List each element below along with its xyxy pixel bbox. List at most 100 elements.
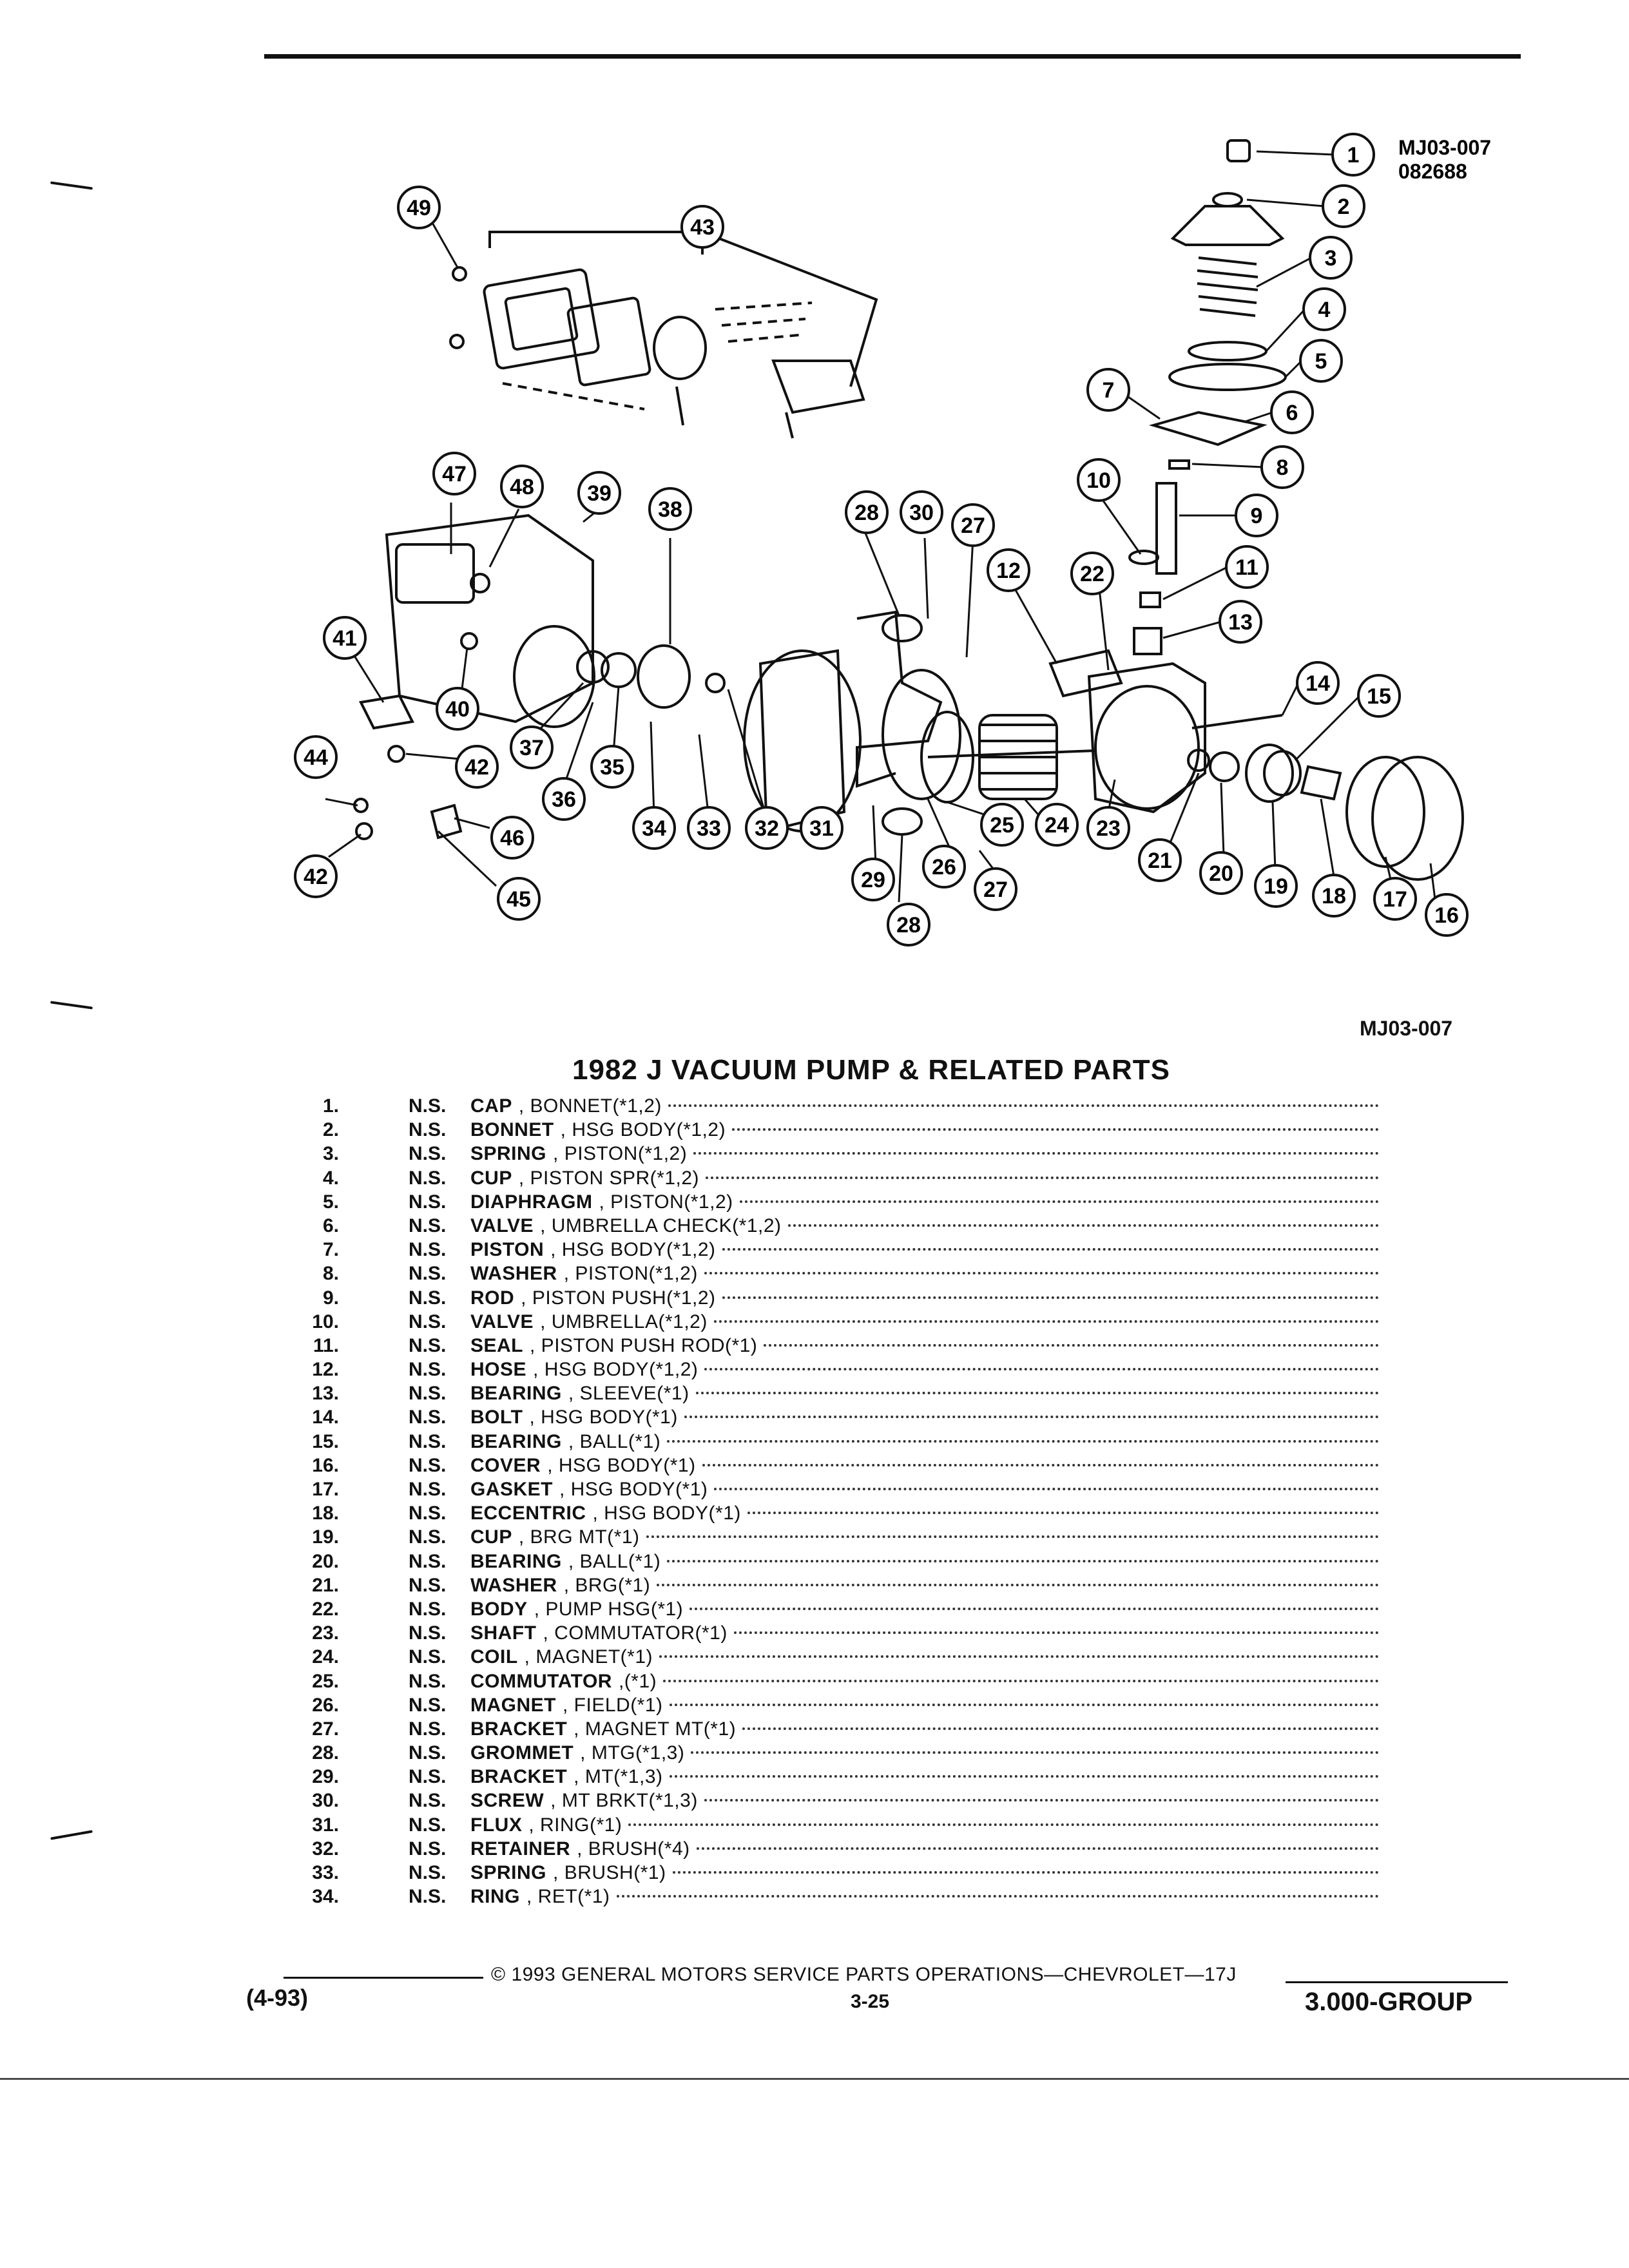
callout-1-label: 1 bbox=[1347, 143, 1360, 168]
callout-37-label: 37 bbox=[519, 736, 544, 760]
part-name: CAP bbox=[470, 1095, 512, 1117]
parts-list-row: 5.N.S.DIAPHRAGM, PISTON(*1,2) bbox=[284, 1191, 1379, 1215]
figure-caption-code: MJ03-007 bbox=[1360, 1017, 1453, 1040]
part-name: BRACKET bbox=[470, 1766, 568, 1788]
parts-list-row: 22.N.S.BODY, PUMP HSG(*1) bbox=[284, 1599, 1379, 1622]
part-number: 34. bbox=[312, 1886, 339, 1908]
callout-31-label: 31 bbox=[809, 816, 834, 841]
parts-list-row: 34.N.S.RING, RET(*1) bbox=[284, 1886, 1379, 1910]
callout-17: 17 bbox=[1373, 877, 1417, 921]
callout-32: 32 bbox=[745, 806, 789, 850]
callout-44: 44 bbox=[294, 735, 338, 779]
part-description: ,(*1) bbox=[618, 1670, 657, 1692]
part-name: BONNET bbox=[470, 1119, 554, 1141]
callout-18-label: 18 bbox=[1322, 884, 1346, 908]
terminal-part bbox=[359, 694, 414, 730]
footer-copyright: © 1993 GENERAL MOTORS SERVICE PARTS OPER… bbox=[491, 1964, 1237, 1985]
callout-42b: 42 bbox=[294, 854, 338, 898]
part-name: HOSE bbox=[470, 1359, 527, 1381]
bonnet-part bbox=[1170, 205, 1285, 246]
callout-40-label: 40 bbox=[445, 697, 470, 722]
callout-33: 33 bbox=[687, 806, 731, 850]
footer-rule-right bbox=[1286, 1981, 1508, 1983]
dot-leader bbox=[669, 1775, 1379, 1778]
parts-list-row: 26.N.S.MAGNET, FIELD(*1) bbox=[284, 1695, 1379, 1718]
callout-42-label: 42 bbox=[465, 755, 489, 780]
callout-7: 7 bbox=[1086, 368, 1130, 412]
grommet-lower bbox=[882, 807, 923, 836]
part-name: RING bbox=[470, 1886, 520, 1908]
push-rod-part bbox=[1155, 482, 1177, 575]
dot-leader bbox=[646, 1535, 1379, 1539]
part-number: 25. bbox=[312, 1670, 339, 1692]
screw-part bbox=[452, 266, 467, 282]
part-name: FLUX bbox=[470, 1814, 523, 1836]
kit-small-parts bbox=[715, 302, 813, 343]
kit-bracket-part bbox=[771, 360, 865, 414]
part-description: , BRUSH(*1) bbox=[553, 1862, 666, 1883]
callout-19: 19 bbox=[1254, 864, 1298, 908]
part-number: 11. bbox=[313, 1334, 339, 1356]
parts-list: 1.N.S.CAP, BONNET(*1,2)2.N.S.BONNET, HSG… bbox=[284, 1095, 1379, 1910]
callout-10-label: 10 bbox=[1086, 468, 1111, 493]
part-ns-code: N.S. bbox=[409, 1334, 447, 1356]
callout-6-label: 6 bbox=[1286, 401, 1298, 425]
callout-35: 35 bbox=[590, 745, 634, 789]
kit-plate bbox=[566, 296, 651, 387]
parts-list-row: 14.N.S.BOLT, HSG BODY(*1) bbox=[284, 1407, 1379, 1430]
part-description: , PUMP HSG(*1) bbox=[534, 1598, 684, 1620]
screw-part-2 bbox=[449, 334, 465, 349]
part-ns-code: N.S. bbox=[409, 1718, 447, 1740]
margin-mark bbox=[50, 1001, 93, 1010]
part-ns-code: N.S. bbox=[409, 1454, 447, 1476]
part-number: 5. bbox=[322, 1191, 339, 1213]
margin-mark bbox=[50, 1830, 93, 1840]
part-name: SEAL bbox=[470, 1334, 524, 1356]
part-name: COIL bbox=[470, 1646, 518, 1668]
part-number: 24. bbox=[312, 1646, 339, 1668]
part-ns-code: N.S. bbox=[409, 1694, 447, 1716]
part-number: 6. bbox=[322, 1215, 339, 1236]
part-description: , HSG BODY(*1,2) bbox=[560, 1119, 726, 1141]
part-name: VALVE bbox=[470, 1215, 534, 1236]
callout-2: 2 bbox=[1322, 184, 1365, 228]
callout-27-upper-label: 27 bbox=[961, 514, 985, 538]
part-number: 16. bbox=[312, 1454, 339, 1476]
washer-part bbox=[1168, 459, 1190, 470]
dot-leader bbox=[714, 1488, 1379, 1490]
part-number: 32. bbox=[312, 1838, 339, 1860]
bearing-ball-part bbox=[1263, 750, 1302, 796]
parts-list-row: 20.N.S.BEARING, BALL(*1) bbox=[284, 1551, 1379, 1575]
callout-35-label: 35 bbox=[600, 755, 624, 780]
dot-leader bbox=[787, 1224, 1379, 1227]
spring-part bbox=[1197, 256, 1258, 317]
part-ns-code: N.S. bbox=[409, 1239, 447, 1261]
part-ns-code: N.S. bbox=[409, 1598, 447, 1620]
part-number: 21. bbox=[312, 1574, 339, 1596]
part-ns-code: N.S. bbox=[409, 1814, 447, 1836]
callout-39: 39 bbox=[577, 471, 621, 515]
callout-10: 10 bbox=[1077, 458, 1121, 502]
part-name: CUP bbox=[470, 1526, 512, 1548]
part-description: , PISTON(*1,2) bbox=[599, 1191, 733, 1213]
callout-28b: 28 bbox=[887, 903, 930, 947]
part-description: , RING(*1) bbox=[528, 1814, 622, 1836]
dot-leader bbox=[684, 1416, 1379, 1419]
part-ns-code: N.S. bbox=[409, 1359, 447, 1381]
part-ns-code: N.S. bbox=[409, 1311, 447, 1332]
callout-8: 8 bbox=[1260, 445, 1304, 489]
callout-34-label: 34 bbox=[642, 816, 666, 841]
parts-list-row: 2.N.S.BONNET, HSG BODY(*1,2) bbox=[284, 1119, 1379, 1143]
callout-38-label: 38 bbox=[658, 497, 682, 522]
bonnet-nipple bbox=[1212, 192, 1243, 207]
parts-list-row: 17.N.S.GASKET, HSG BODY(*1) bbox=[284, 1479, 1379, 1503]
end-housing-part bbox=[385, 514, 594, 724]
cover-part bbox=[1371, 756, 1464, 881]
part-description: , HSG BODY(*1) bbox=[547, 1454, 696, 1476]
callout-41: 41 bbox=[323, 616, 367, 660]
field-magnet-part bbox=[882, 669, 961, 800]
washer-brg-part bbox=[1187, 749, 1210, 772]
kit-gasket bbox=[483, 268, 600, 370]
callout-12: 12 bbox=[987, 548, 1030, 592]
parts-list-row: 15.N.S.BEARING, BALL(*1) bbox=[284, 1431, 1379, 1455]
